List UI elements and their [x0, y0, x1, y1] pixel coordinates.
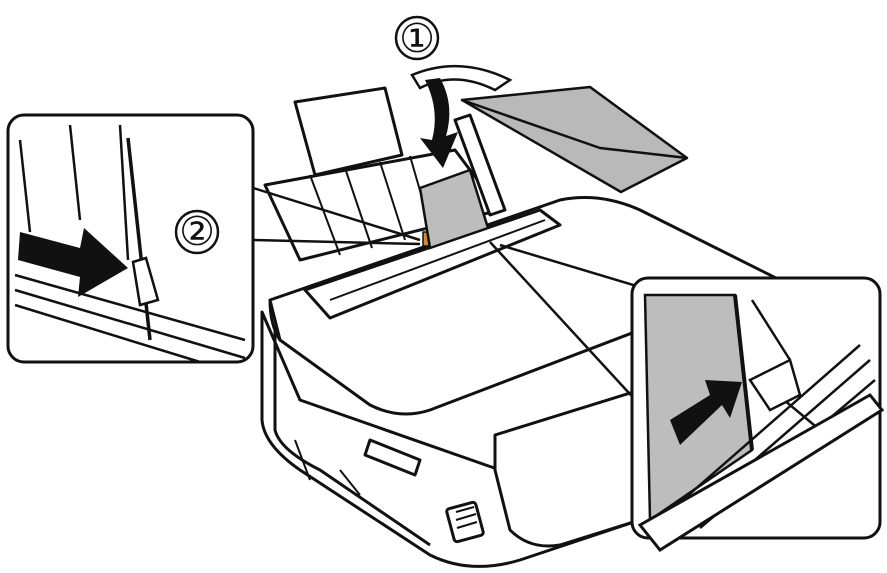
rear-paper-feeder — [263, 86, 562, 320]
right-arrow-icon — [18, 228, 128, 297]
curved-down-arrow-icon — [410, 64, 513, 168]
envelope — [460, 85, 689, 194]
printer-lid-edge — [268, 299, 282, 341]
right-arrow-icon — [670, 380, 742, 445]
output-tray-extension — [637, 393, 885, 552]
printer — [260, 196, 802, 568]
inserted-envelope — [418, 168, 490, 250]
step-2-marker: ② — [174, 209, 220, 255]
memory-card-slot — [445, 500, 485, 544]
left-zoom-callout — [6, 113, 421, 364]
right-zoom-callout — [489, 241, 882, 540]
step-1-marker: ① — [394, 15, 440, 62]
step-2-number: ② — [179, 209, 215, 255]
paper-support-extension — [293, 86, 404, 177]
step-1-number: ① — [399, 16, 435, 62]
printer-front-line — [273, 330, 431, 547]
output-tray — [493, 388, 642, 548]
printer-side-button — [363, 438, 422, 477]
